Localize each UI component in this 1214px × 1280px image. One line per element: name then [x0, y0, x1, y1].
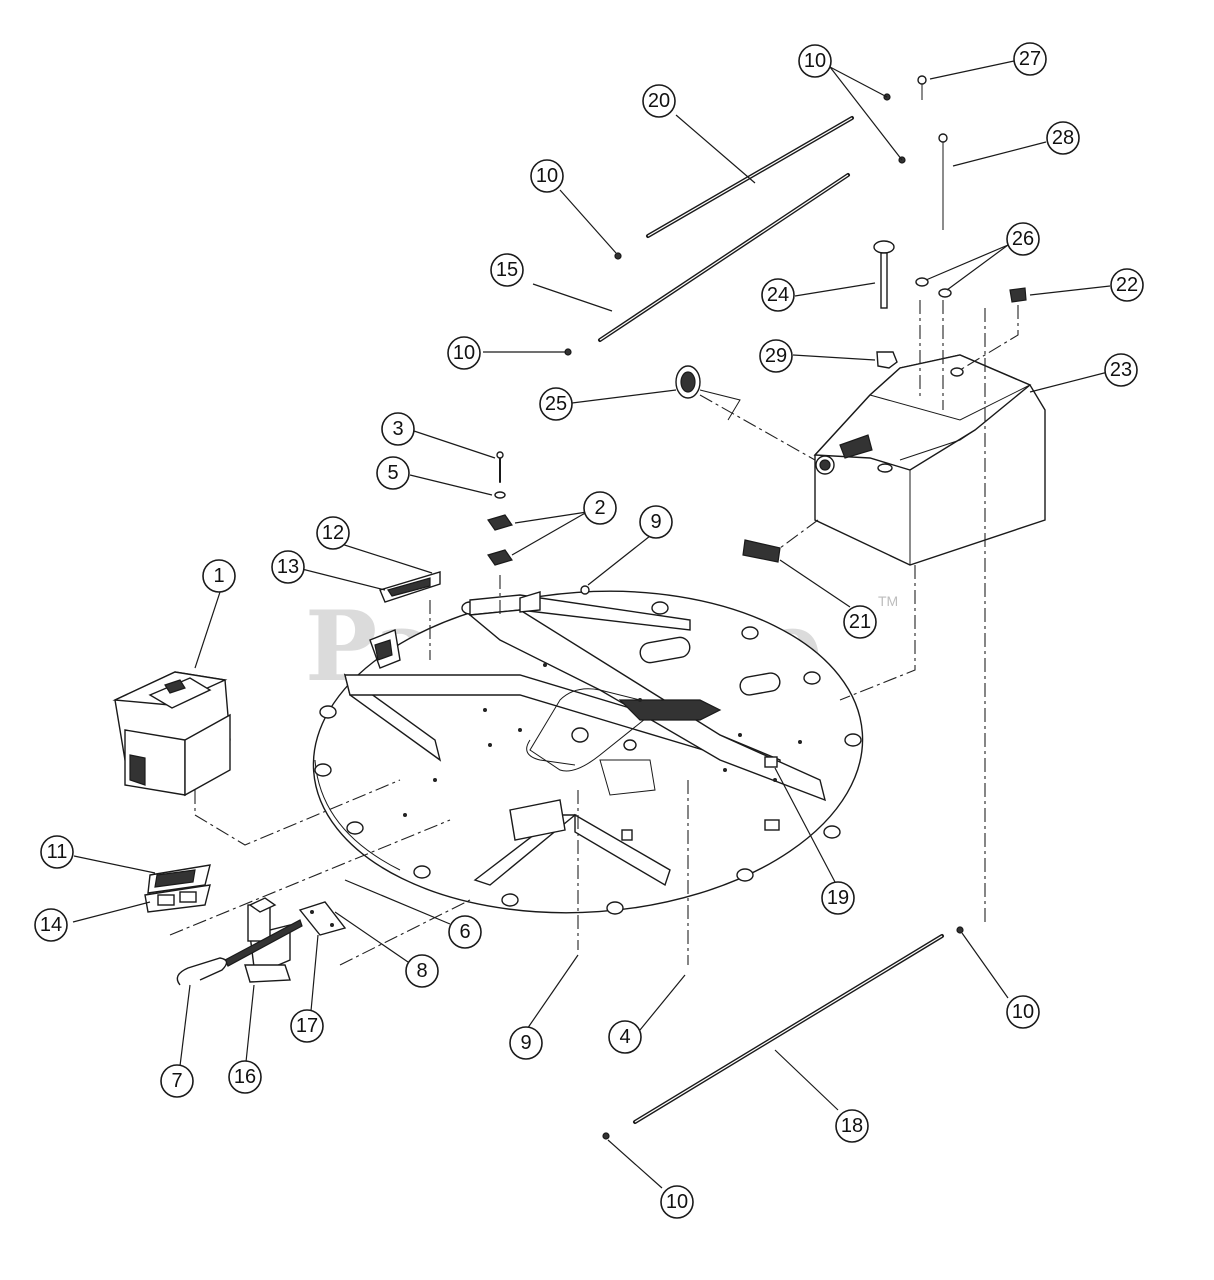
- svg-text:6: 6: [459, 921, 470, 943]
- svg-text:10: 10: [536, 165, 558, 187]
- svg-text:25: 25: [545, 393, 567, 415]
- deck-plate: [312, 590, 864, 915]
- svg-text:17: 17: [296, 1015, 318, 1037]
- watermark-trademark: TM: [878, 593, 898, 609]
- svg-text:22: 22: [1116, 274, 1138, 296]
- callout-13[interactable]: 13: [271, 550, 305, 584]
- svg-text:28: 28: [1052, 127, 1074, 149]
- tank-decal: [742, 539, 781, 563]
- callout-18[interactable]: 18: [835, 1109, 869, 1143]
- callout-21[interactable]: 21: [843, 605, 877, 639]
- callout-4[interactable]: 4: [608, 1020, 642, 1054]
- callout-7[interactable]: 7: [160, 1064, 194, 1098]
- svg-text:15: 15: [496, 259, 518, 281]
- assembly-lines: [169, 300, 1019, 966]
- svg-text:19: 19: [827, 887, 849, 909]
- svg-text:12: 12: [322, 522, 344, 544]
- callout-19[interactable]: 19: [821, 881, 855, 915]
- bracket-17: [298, 901, 347, 936]
- svg-text:29: 29: [765, 345, 787, 367]
- parts-12-13: [369, 571, 441, 669]
- svg-text:16: 16: [234, 1066, 256, 1088]
- svg-text:27: 27: [1019, 48, 1041, 70]
- callout-11[interactable]: 11: [40, 835, 74, 869]
- callout-25[interactable]: 25: [539, 387, 573, 421]
- svg-text:8: 8: [416, 960, 427, 982]
- callout-10-upper-left[interactable]: 10: [530, 159, 564, 193]
- svg-text:20: 20: [648, 90, 670, 112]
- callout-17[interactable]: 17: [290, 1009, 324, 1043]
- fasteners: [564, 75, 1027, 1140]
- svg-text:9: 9: [520, 1032, 531, 1054]
- clamp-assembly: [487, 451, 590, 613]
- svg-text:13: 13: [277, 556, 299, 578]
- callout-10-top[interactable]: 10: [798, 44, 832, 78]
- callout-1[interactable]: 1: [202, 559, 236, 593]
- callout-15[interactable]: 15: [490, 253, 524, 287]
- callout-9-upper[interactable]: 9: [639, 505, 673, 539]
- battery-box: [112, 671, 231, 797]
- jack: [224, 897, 303, 983]
- svg-text:1: 1: [213, 565, 224, 587]
- svg-text:3: 3: [392, 418, 403, 440]
- callouts: 1 2 3 4 5 6 7 8 9 9 10 10 10 10 10 11 12…: [34, 42, 1144, 1219]
- callout-10-right[interactable]: 10: [1006, 995, 1040, 1029]
- callout-16[interactable]: 16: [228, 1060, 262, 1094]
- fuel-tank: [813, 354, 1046, 566]
- svg-text:7: 7: [171, 1070, 182, 1092]
- callout-22[interactable]: 22: [1110, 268, 1144, 302]
- callout-27[interactable]: 27: [1013, 42, 1047, 76]
- svg-text:2: 2: [594, 497, 605, 519]
- callout-29[interactable]: 29: [759, 339, 793, 373]
- svg-text:21: 21: [849, 611, 871, 633]
- callout-3[interactable]: 3: [381, 412, 415, 446]
- svg-text:23: 23: [1110, 359, 1132, 381]
- plate-holes: [403, 663, 802, 817]
- callout-12[interactable]: 12: [316, 516, 350, 550]
- callout-2[interactable]: 2: [583, 491, 617, 525]
- hitch-pin: [176, 957, 228, 986]
- svg-text:26: 26: [1012, 228, 1034, 250]
- callout-20[interactable]: 20: [642, 84, 676, 118]
- svg-text:4: 4: [619, 1026, 630, 1048]
- callout-8[interactable]: 8: [405, 954, 439, 988]
- svg-text:10: 10: [453, 342, 475, 364]
- svg-text:10: 10: [1012, 1001, 1034, 1023]
- callout-6[interactable]: 6: [448, 915, 482, 949]
- svg-text:10: 10: [804, 50, 826, 72]
- svg-text:14: 14: [40, 914, 62, 936]
- callout-5[interactable]: 5: [376, 456, 410, 490]
- callout-26[interactable]: 26: [1006, 222, 1040, 256]
- callout-10-mid-left[interactable]: 10: [447, 336, 481, 370]
- svg-text:5: 5: [387, 462, 398, 484]
- callout-10-bottom[interactable]: 10: [660, 1185, 694, 1219]
- callout-9-lower[interactable]: 9: [509, 1026, 543, 1060]
- svg-text:10: 10: [666, 1191, 688, 1213]
- svg-text:18: 18: [841, 1115, 863, 1137]
- callout-23[interactable]: 23: [1104, 353, 1138, 387]
- svg-text:24: 24: [767, 284, 789, 306]
- svg-text:11: 11: [47, 841, 68, 863]
- callout-28[interactable]: 28: [1046, 121, 1080, 155]
- decals-11-14: [144, 864, 211, 913]
- callout-24[interactable]: 24: [761, 278, 795, 312]
- svg-text:9: 9: [650, 511, 661, 533]
- callout-14[interactable]: 14: [34, 908, 68, 942]
- rods: [598, 116, 944, 1124]
- leader-lines: [72, 60, 1111, 1189]
